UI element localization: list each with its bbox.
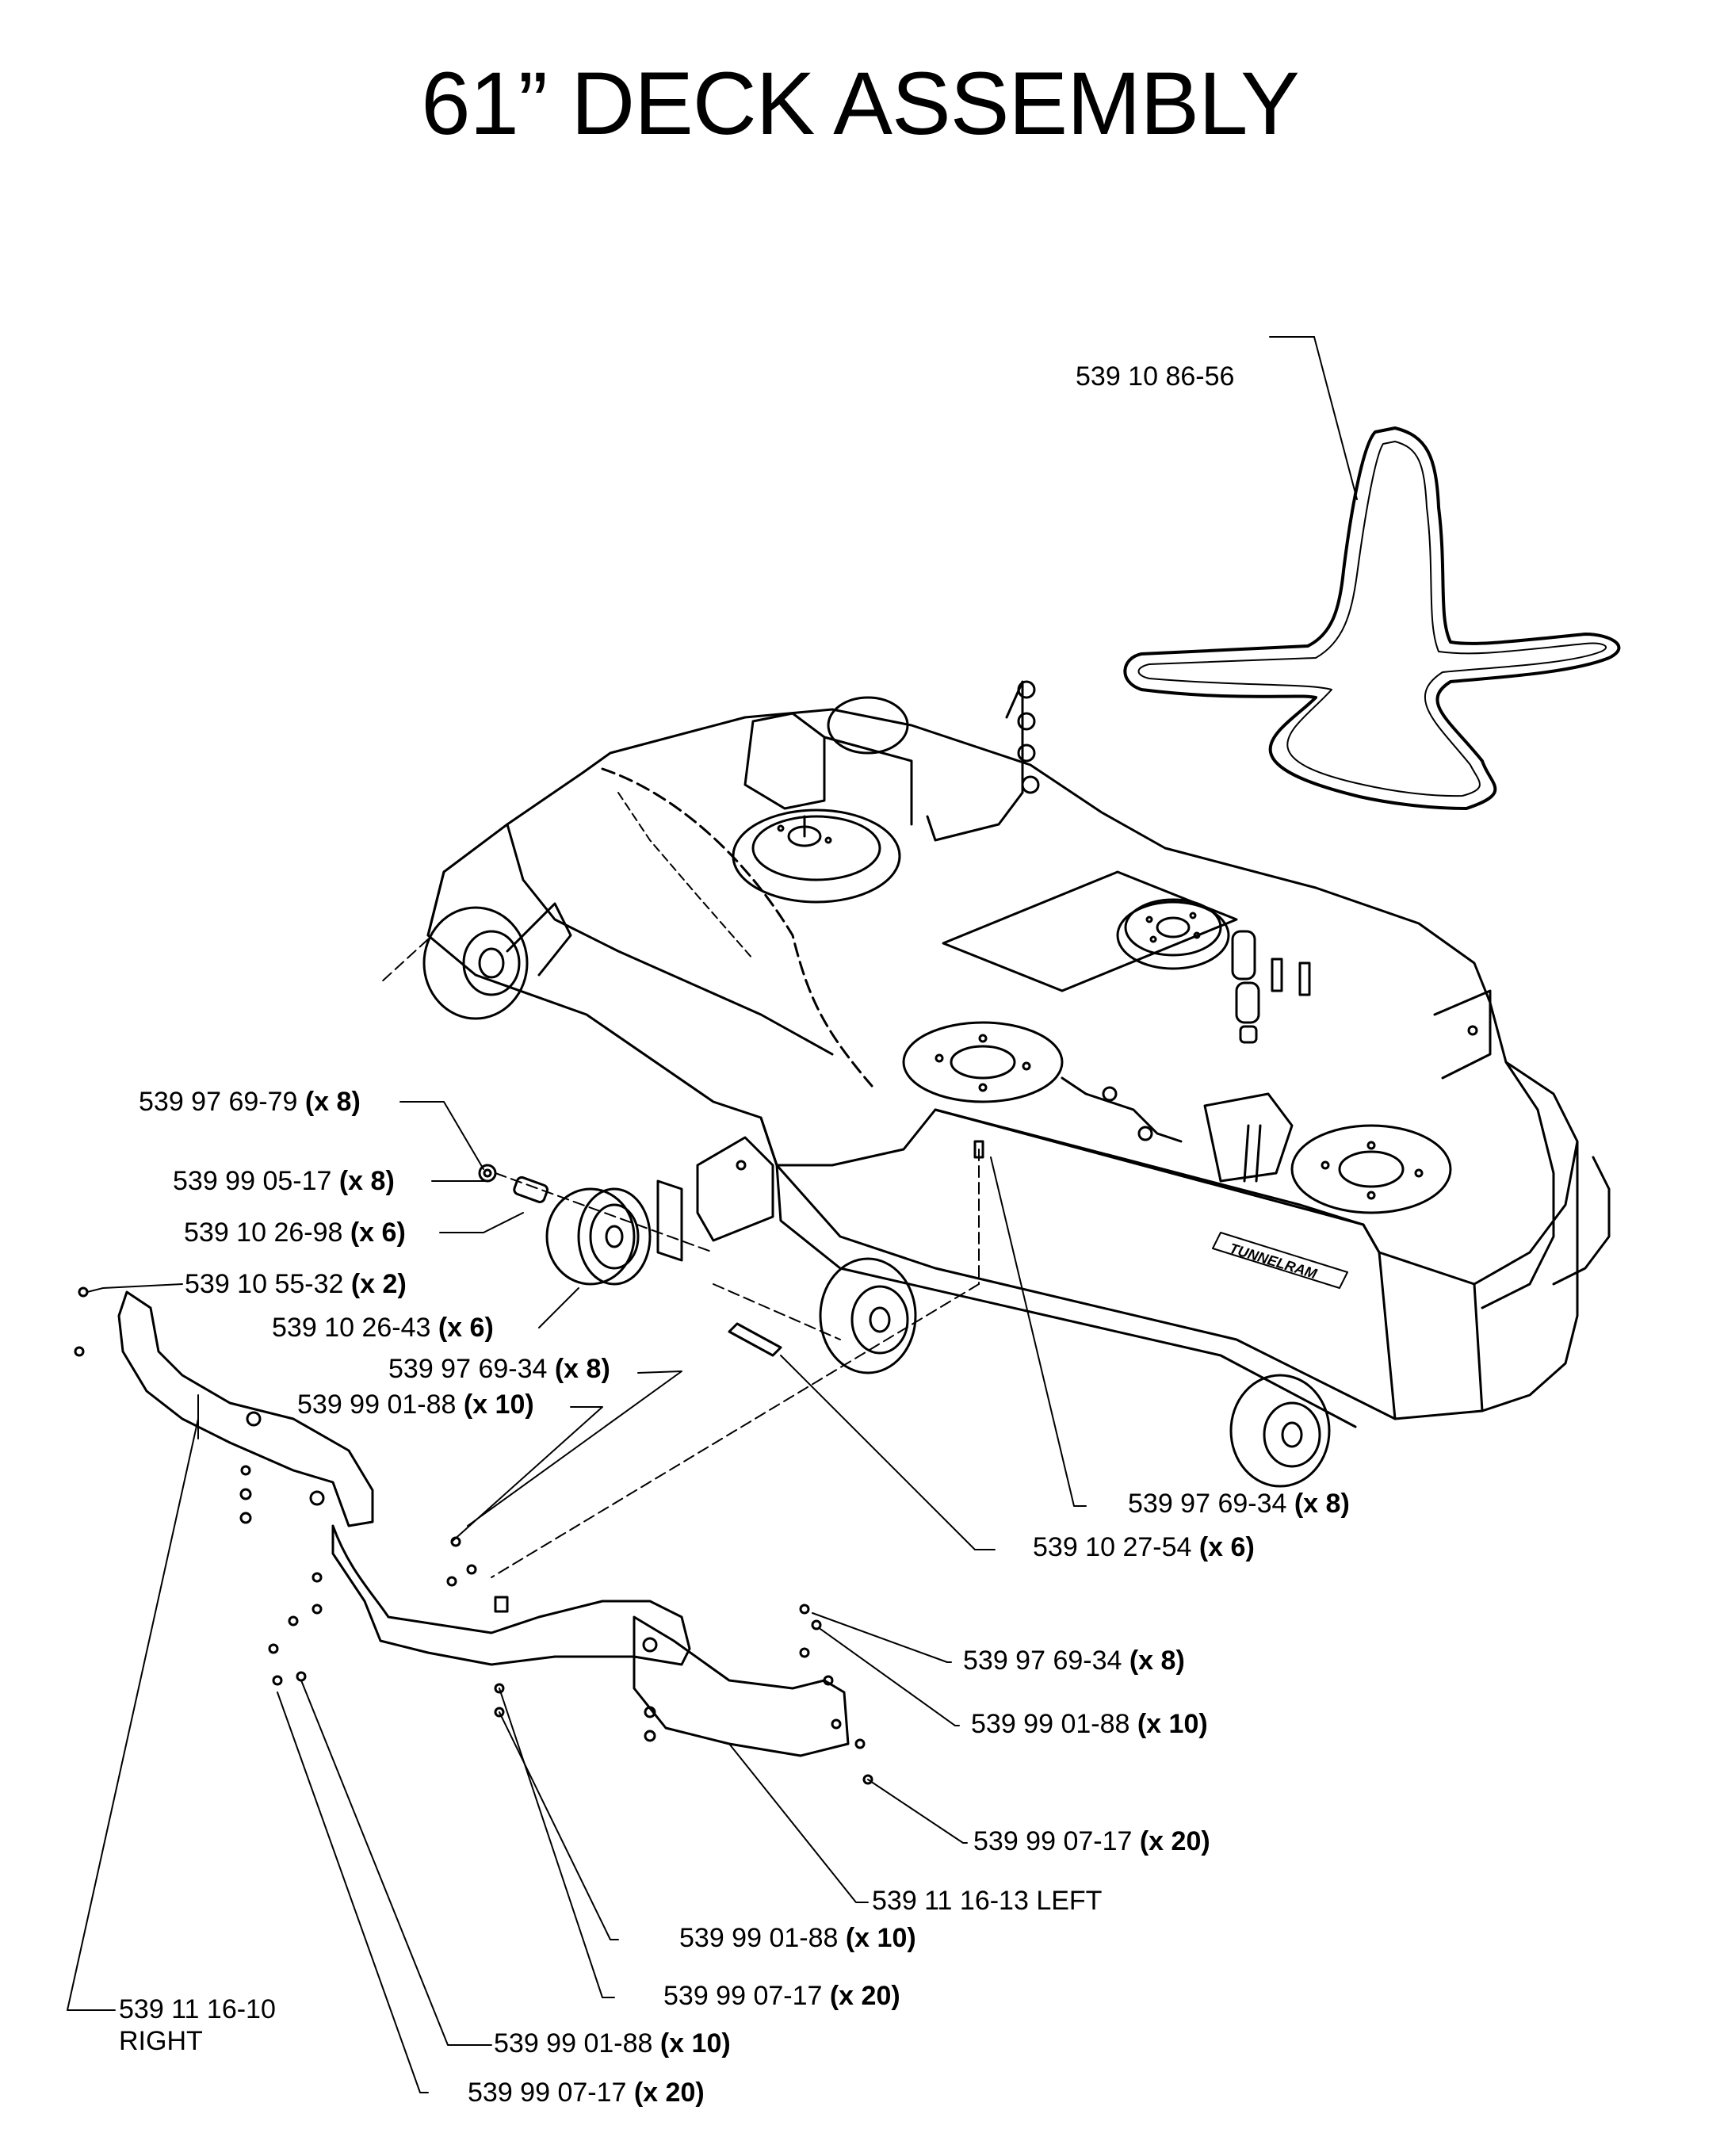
- quantity: (x 6): [350, 1218, 406, 1248]
- callout-hex-nut: 539 97 69-79 (x 8): [139, 1086, 361, 1118]
- pin: [973, 1140, 984, 1159]
- callout-baffle-right: 539 11 16-10 RIGHT: [119, 1994, 276, 2057]
- part-number: 539 10 27-54: [1033, 1532, 1192, 1562]
- part-number: 539 97 69-34: [388, 1354, 548, 1384]
- quantity: (x 10): [463, 1390, 534, 1420]
- quantity: (x 20): [829, 1981, 900, 2011]
- baffle-right: [117, 1290, 374, 1527]
- callout-bolt-3: 539 99 01-88 (x 10): [679, 1922, 916, 1954]
- callout-washer-1: 539 99 07-17 (x 20): [973, 1825, 1210, 1857]
- quantity: (x 6): [1198, 1532, 1255, 1562]
- callout-bolt-2: 539 99 01-88 (x 10): [971, 1708, 1208, 1740]
- drive-belt: [1123, 426, 1621, 810]
- part-number: 539 99 07-17: [663, 1981, 823, 2011]
- baffle-left: [633, 1615, 850, 1757]
- part-number: 539 99 01-88: [679, 1923, 839, 1953]
- part-number: 539 11 16-13 LEFT: [872, 1886, 1103, 1916]
- part-number: 539 99 01-88: [297, 1390, 457, 1420]
- part-number: 539 97 69-34: [963, 1646, 1122, 1676]
- callout-washer: 539 99 05-17 (x 8): [173, 1165, 395, 1197]
- callout-washer-3: 539 99 07-17 (x 20): [468, 2077, 705, 2108]
- part-number: 539 97 69-79: [139, 1087, 298, 1117]
- callout-bolt-1: 539 99 01-88 (x 10): [297, 1389, 534, 1420]
- quantity: (x 2): [350, 1269, 407, 1299]
- deck-decal: TUNNELRAM: [1228, 1240, 1320, 1283]
- callout-wheel: 539 10 26-43 (x 6): [272, 1312, 494, 1344]
- part-number: 539 11 16-10: [119, 1994, 276, 2024]
- quantity: (x 10): [659, 2028, 731, 2059]
- part-number: 539 10 26-43: [272, 1313, 431, 1343]
- exploded-wheel: [478, 1136, 774, 1286]
- part-number: 539 99 07-17: [468, 2078, 627, 2108]
- quantity: (x 20): [1139, 1826, 1210, 1856]
- hardware: [74, 1286, 873, 1785]
- callout-nut-1: 539 97 69-34 (x 8): [388, 1353, 610, 1385]
- leader-line: [1313, 336, 1358, 500]
- part-number: 539 10 86-56: [1076, 361, 1235, 392]
- quantity: (x 20): [633, 2078, 705, 2108]
- leader-lines: [67, 1101, 1087, 2093]
- part-number: 539 10 55-32: [185, 1269, 344, 1299]
- carriage-bolt: [728, 1322, 782, 1357]
- callout-baffle-left: 539 11 16-13 LEFT: [872, 1885, 1102, 1917]
- callout-spacer: 539 10 26-98 (x 6): [184, 1217, 406, 1248]
- part-number: 539 99 01-88: [971, 1709, 1130, 1739]
- gauge-wheels: [422, 696, 1331, 1488]
- quantity: (x 8): [554, 1354, 610, 1384]
- callout-nut-2: 539 97 69-34 (x 8): [1128, 1488, 1350, 1520]
- assembly-lines: [380, 938, 980, 1578]
- part-number: 539 99 01-88: [494, 2028, 653, 2059]
- part-number: 539 10 26-98: [184, 1218, 343, 1248]
- part-number: 539 99 07-17: [973, 1826, 1133, 1856]
- quantity: (x 10): [845, 1923, 916, 1953]
- part-number: 539 99 05-17: [173, 1166, 332, 1196]
- callout-bolt-4: 539 99 01-88 (x 10): [494, 2028, 731, 2059]
- baffle-side: RIGHT: [119, 2026, 203, 2056]
- part-number: 539 97 69-34: [1128, 1489, 1287, 1519]
- baffle-center: [309, 1490, 691, 1666]
- quantity: (x 8): [1129, 1646, 1185, 1676]
- mower-deck: [426, 680, 1611, 1428]
- quantity: (x 8): [1294, 1489, 1350, 1519]
- quantity: (x 8): [338, 1166, 395, 1196]
- callout-carriage-bolt: 539 10 27-54 (x 6): [1033, 1531, 1255, 1563]
- quantity: (x 10): [1137, 1709, 1208, 1739]
- callout-drive-belt: 539 10 86-56: [1076, 361, 1234, 392]
- callout-bracket: 539 10 55-32 (x 2): [185, 1268, 407, 1300]
- quantity: (x 6): [438, 1313, 494, 1343]
- page-title: 61” DECK ASSEMBLY: [421, 54, 1300, 153]
- callout-nut-3: 539 97 69-34 (x 8): [963, 1645, 1185, 1676]
- callout-washer-2: 539 99 07-17 (x 20): [663, 1980, 900, 2012]
- quantity: (x 8): [304, 1087, 361, 1117]
